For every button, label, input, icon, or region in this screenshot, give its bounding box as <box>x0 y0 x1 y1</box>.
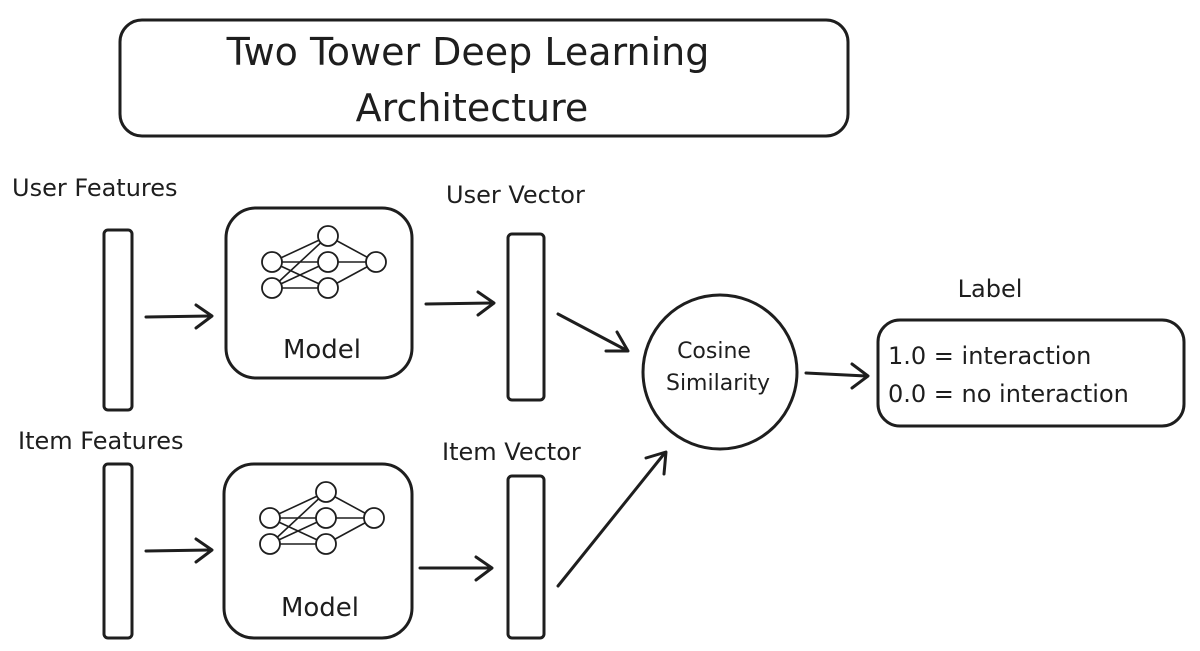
label-line-1: 1.0 = interaction <box>888 342 1091 370</box>
arrow-diagonal-up-icon <box>556 450 668 588</box>
label-title: Label <box>958 275 1023 303</box>
item-vector <box>506 474 546 640</box>
user-features-vector <box>102 228 134 412</box>
arrow-right-icon <box>144 303 214 330</box>
item-model-label: Model <box>281 593 359 623</box>
similarity-line-2: Similarity <box>666 371 770 396</box>
user-vector-label: User Vector <box>446 181 585 209</box>
arrow-right-icon <box>424 290 496 317</box>
arrow-diagonal-down-icon <box>556 312 630 353</box>
item-features-vector <box>102 462 134 640</box>
title-box: Two Tower Deep Learning Architecture <box>118 18 850 138</box>
neural-network-icon <box>261 225 387 299</box>
user-vector <box>506 232 546 402</box>
item-vector-label: Item Vector <box>442 438 581 466</box>
cosine-similarity-node: Cosine Similarity <box>641 293 799 451</box>
similarity-line-1: Cosine <box>677 339 751 364</box>
arrow-right-icon <box>144 537 214 564</box>
title-line-2: Architecture <box>356 86 589 130</box>
arrow-right-icon <box>804 362 870 390</box>
item-features-label: Item Features <box>18 427 183 455</box>
user-model-box: Model <box>224 206 414 380</box>
title-line-1: Two Tower Deep Learning <box>226 30 710 74</box>
label-line-2: 0.0 = no interaction <box>888 380 1129 408</box>
user-model-label: Model <box>283 335 361 365</box>
arrow-right-icon <box>418 555 494 582</box>
user-features-label: User Features <box>12 174 178 202</box>
label-box: 1.0 = interaction 0.0 = no interaction <box>876 318 1186 428</box>
item-model-box: Model <box>222 462 414 640</box>
neural-network-icon <box>259 481 385 555</box>
